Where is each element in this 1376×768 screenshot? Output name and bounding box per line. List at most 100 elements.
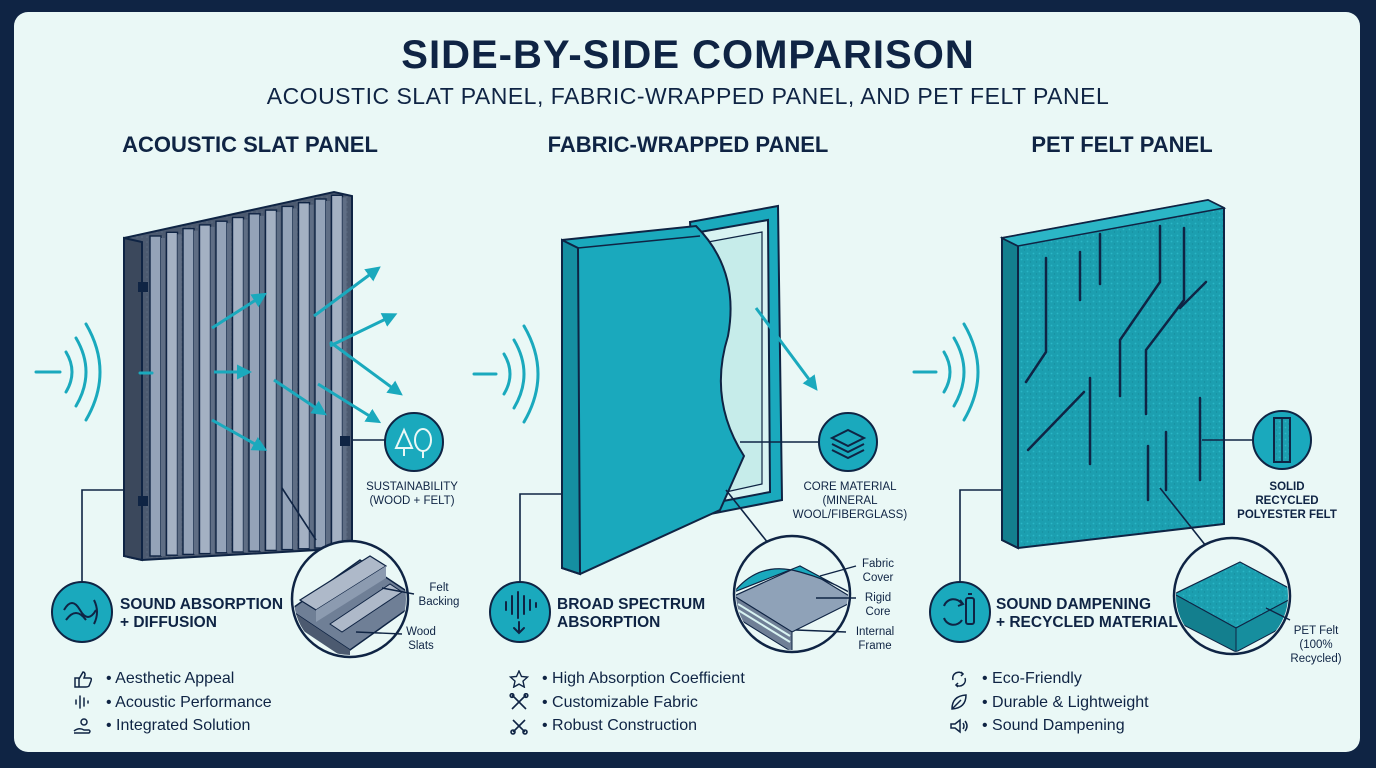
bullet-text: • Sound Dampening <box>982 717 1125 734</box>
list-item: • Eco-Friendly <box>948 667 1149 691</box>
fabric-absorption-arrow <box>754 307 818 391</box>
feature-line: + DIFFUSION <box>120 614 217 631</box>
label-line: PET Felt <box>1293 625 1339 637</box>
label-line: Felt <box>429 582 449 594</box>
fabric-sound-waves <box>472 324 540 424</box>
callout-line: (WOOD + FELT) <box>369 495 455 507</box>
wood-slat <box>281 205 294 551</box>
wood-slat <box>330 194 344 548</box>
speaker-icon <box>948 717 970 735</box>
callout-line: WOOL/FIBERGLASS) <box>792 509 908 521</box>
wrench-icon <box>508 717 530 735</box>
wood-slat <box>149 235 162 557</box>
leaf-icon <box>948 693 970 711</box>
wood-slat <box>198 224 212 555</box>
pet-felt-panel-illustration <box>999 198 1227 550</box>
bullet-text: • Durable & Lightweight <box>982 693 1149 711</box>
wood-slat-side <box>326 201 330 548</box>
list-item: • Customizable Fabric <box>508 691 745 715</box>
bullet-text: • Acoustic Performance <box>106 693 272 711</box>
spectrum-icon <box>489 581 551 643</box>
wood-slat <box>248 213 261 552</box>
callout-line: SUSTAINABILITY <box>366 481 458 493</box>
fabric-leader-lines <box>519 441 818 582</box>
wood-slat-side <box>210 226 215 554</box>
wood-slat <box>231 216 245 553</box>
wood-slat-side <box>309 204 314 549</box>
list-item: • Integrated Solution <box>72 714 272 738</box>
label-line: Cover <box>862 572 894 584</box>
label-pet-felt: PET Felt (100% Recycled) <box>1280 624 1352 666</box>
feature-line: ABSORPTION <box>557 614 661 631</box>
hand-icon <box>72 717 94 735</box>
wood-slat-side <box>177 234 182 556</box>
felt-detail-magnifier <box>1172 536 1292 656</box>
waveform-icon <box>72 693 94 711</box>
trees-icon <box>384 412 444 472</box>
felt-sound-waves <box>912 322 980 422</box>
fabric-panel-illustration <box>561 204 784 576</box>
layers-icon <box>818 412 878 472</box>
felt-section-icon <box>1252 410 1312 470</box>
feature-line: + RECYCLED MATERIAL <box>996 614 1178 631</box>
bullet-text: • High Absorption Coefficient <box>542 670 745 687</box>
label-wood-slats: Wood Slats <box>386 625 456 653</box>
feature-line: SOUND DAMPENING <box>996 596 1152 613</box>
label-line: Slats <box>408 640 434 652</box>
callout-line: POLYESTER FELT <box>1237 509 1337 521</box>
wood-slat-side <box>260 215 264 552</box>
callout-core-material: CORE MATERIAL (MINERAL WOOL/FIBERGLASS) <box>790 480 910 522</box>
label-line: Rigid <box>864 592 892 604</box>
wood-slat-side <box>243 219 248 552</box>
fabric-detail-magnifier <box>732 534 857 654</box>
label-line: Backing <box>418 596 460 608</box>
callout-line: SOLID <box>1269 481 1305 493</box>
label-rigid-core: Rigid Core <box>846 591 910 619</box>
list-item: • Durable & Lightweight <box>948 691 1149 715</box>
recycle-icon <box>948 670 970 688</box>
label-line: Core <box>865 606 891 618</box>
bullet-text: • Customizable Fabric <box>542 693 698 711</box>
thumbs-up-icon <box>72 670 94 688</box>
page-subtitle: ACOUSTIC SLAT PANEL, FABRIC-WRAPPED PANE… <box>266 83 1110 109</box>
wood-slat-side <box>227 223 231 553</box>
label-line: Frame <box>858 640 892 652</box>
list-item: • Acoustic Performance <box>72 691 272 715</box>
callout-line: RECYCLED <box>1255 495 1319 507</box>
wood-slat-side <box>342 197 347 548</box>
callout-line: (MINERAL <box>822 495 878 507</box>
slat-sound-waves <box>34 322 154 422</box>
star-icon <box>508 669 530 688</box>
wood-slat-side <box>194 230 198 555</box>
feature-fabric: BROAD SPECTRUM ABSORPTION <box>557 596 705 632</box>
wood-slat <box>165 231 179 556</box>
slat-panel-illustration <box>123 190 353 562</box>
label-line: Recycled) <box>1290 653 1342 665</box>
slat-diffusion-arrows <box>211 266 403 451</box>
wood-slat-side <box>293 208 297 550</box>
column-heading-felt: PET FELT PANEL <box>1031 132 1213 157</box>
label-line: Wood <box>406 626 436 638</box>
sound-wave-icon <box>51 581 113 643</box>
feature-line: SOUND ABSORPTION <box>120 596 284 613</box>
list-item: • Robust Construction <box>508 714 745 738</box>
feature-slat: SOUND ABSORPTION + DIFFUSION <box>120 596 283 632</box>
bullet-list-slat: • Aesthetic Appeal • Acoustic Performanc… <box>72 667 272 738</box>
wood-slat-side <box>161 238 165 556</box>
slat-detail-magnifier <box>290 539 415 659</box>
page-title: SIDE-BY-SIDE COMPARISON <box>401 33 975 77</box>
column-heading-slat: ACOUSTIC SLAT PANEL <box>122 132 378 157</box>
bullet-text: • Integrated Solution <box>106 717 251 734</box>
slat-leader-lines <box>81 439 386 582</box>
label-line: Internal <box>855 626 895 638</box>
label-internal-frame: Internal Frame <box>840 625 910 653</box>
bullet-text: • Eco-Friendly <box>982 670 1082 687</box>
bullet-text: • Aesthetic Appeal <box>106 670 235 687</box>
bullet-list-felt: • Eco-Friendly • Durable & Lightweight •… <box>948 667 1149 738</box>
feature-felt: SOUND DAMPENING + RECYCLED MATERIAL <box>996 596 1178 632</box>
wood-slat <box>314 198 327 549</box>
wood-slats <box>149 194 347 557</box>
label-fabric-cover: Fabric Cover <box>846 557 910 585</box>
wood-slat <box>182 227 195 556</box>
